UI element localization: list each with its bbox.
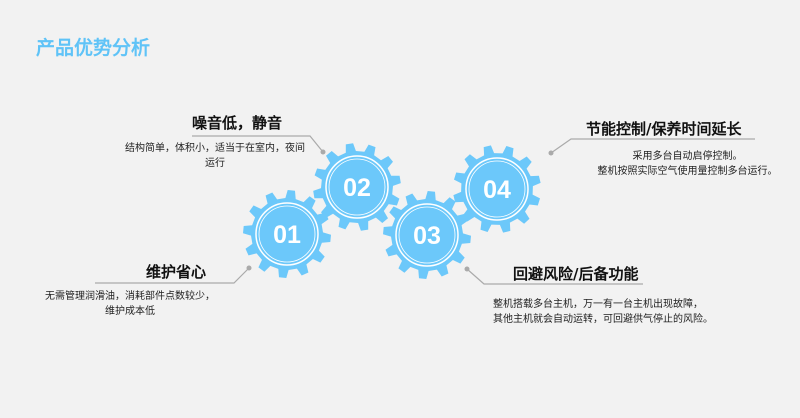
leader-line-02 (192, 135, 324, 153)
desc-line: 结构简单，体积小，适当于在室内，夜间 (125, 143, 305, 154)
gear-ring (465, 157, 529, 221)
leader-line-04 (550, 138, 755, 154)
gear-ring (398, 206, 456, 264)
feature-01-heading: 维护省心 (146, 263, 207, 281)
desc-line: 整机搭载多台主机，万一有一台主机出现故障， (493, 299, 703, 310)
feature-04-heading: 节能控制/保养时间延长 (586, 120, 742, 138)
feature-03-heading: 回避风险/后备功能 (513, 265, 639, 283)
gear-ring (258, 205, 316, 263)
gear-number: 02 (343, 174, 371, 202)
leader-line-03 (466, 268, 643, 285)
gear-03: 03 (383, 191, 471, 279)
gear-ring (395, 203, 459, 267)
gear-ring (468, 160, 526, 218)
desc-line: 维护成本低 (105, 306, 155, 317)
desc-line: 整机按照实际空气使用量控制多台运行。 (597, 166, 778, 177)
leader-dot-04 (548, 150, 554, 156)
gear-number: 01 (273, 221, 301, 249)
gear-ring (325, 155, 389, 219)
gear-02: 02 (313, 143, 401, 231)
gear-number: 03 (413, 222, 441, 250)
feature-02-heading: 噪音低，静音 (192, 114, 283, 132)
desc-line: 运行 (205, 158, 225, 169)
desc-line: 采用多台自动启停控制。 (632, 151, 743, 162)
leader-line-01 (95, 267, 250, 284)
feature-01-desc: 无需管理润滑油，消耗部件点数较少， 维护成本低 (30, 289, 230, 319)
gear-ring (255, 202, 319, 266)
feature-04-desc: 采用多台自动启停控制。 整机按照实际空气使用量控制多台运行。 (580, 149, 795, 179)
gear-number: 04 (483, 176, 511, 204)
leader-dot-01 (246, 265, 252, 271)
feature-03-desc: 整机搭载多台主机，万一有一台主机出现故障， 其他主机就会自动运转，可回避供气停止… (493, 297, 773, 327)
leader-dot-03 (464, 266, 470, 272)
desc-line: 其他主机就会自动运转，可回避供气停止的风险。 (493, 314, 713, 325)
leader-dot-02 (320, 149, 326, 155)
gear-01: 01 (243, 190, 331, 278)
page-title: 产品优势分析 (36, 37, 151, 59)
gear-ring (328, 158, 386, 216)
gear-04: 04 (453, 145, 541, 233)
feature-02-desc: 结构简单，体积小，适当于在室内，夜间 运行 (115, 141, 315, 171)
desc-line: 无需管理润滑油，消耗部件点数较少， (45, 291, 215, 302)
